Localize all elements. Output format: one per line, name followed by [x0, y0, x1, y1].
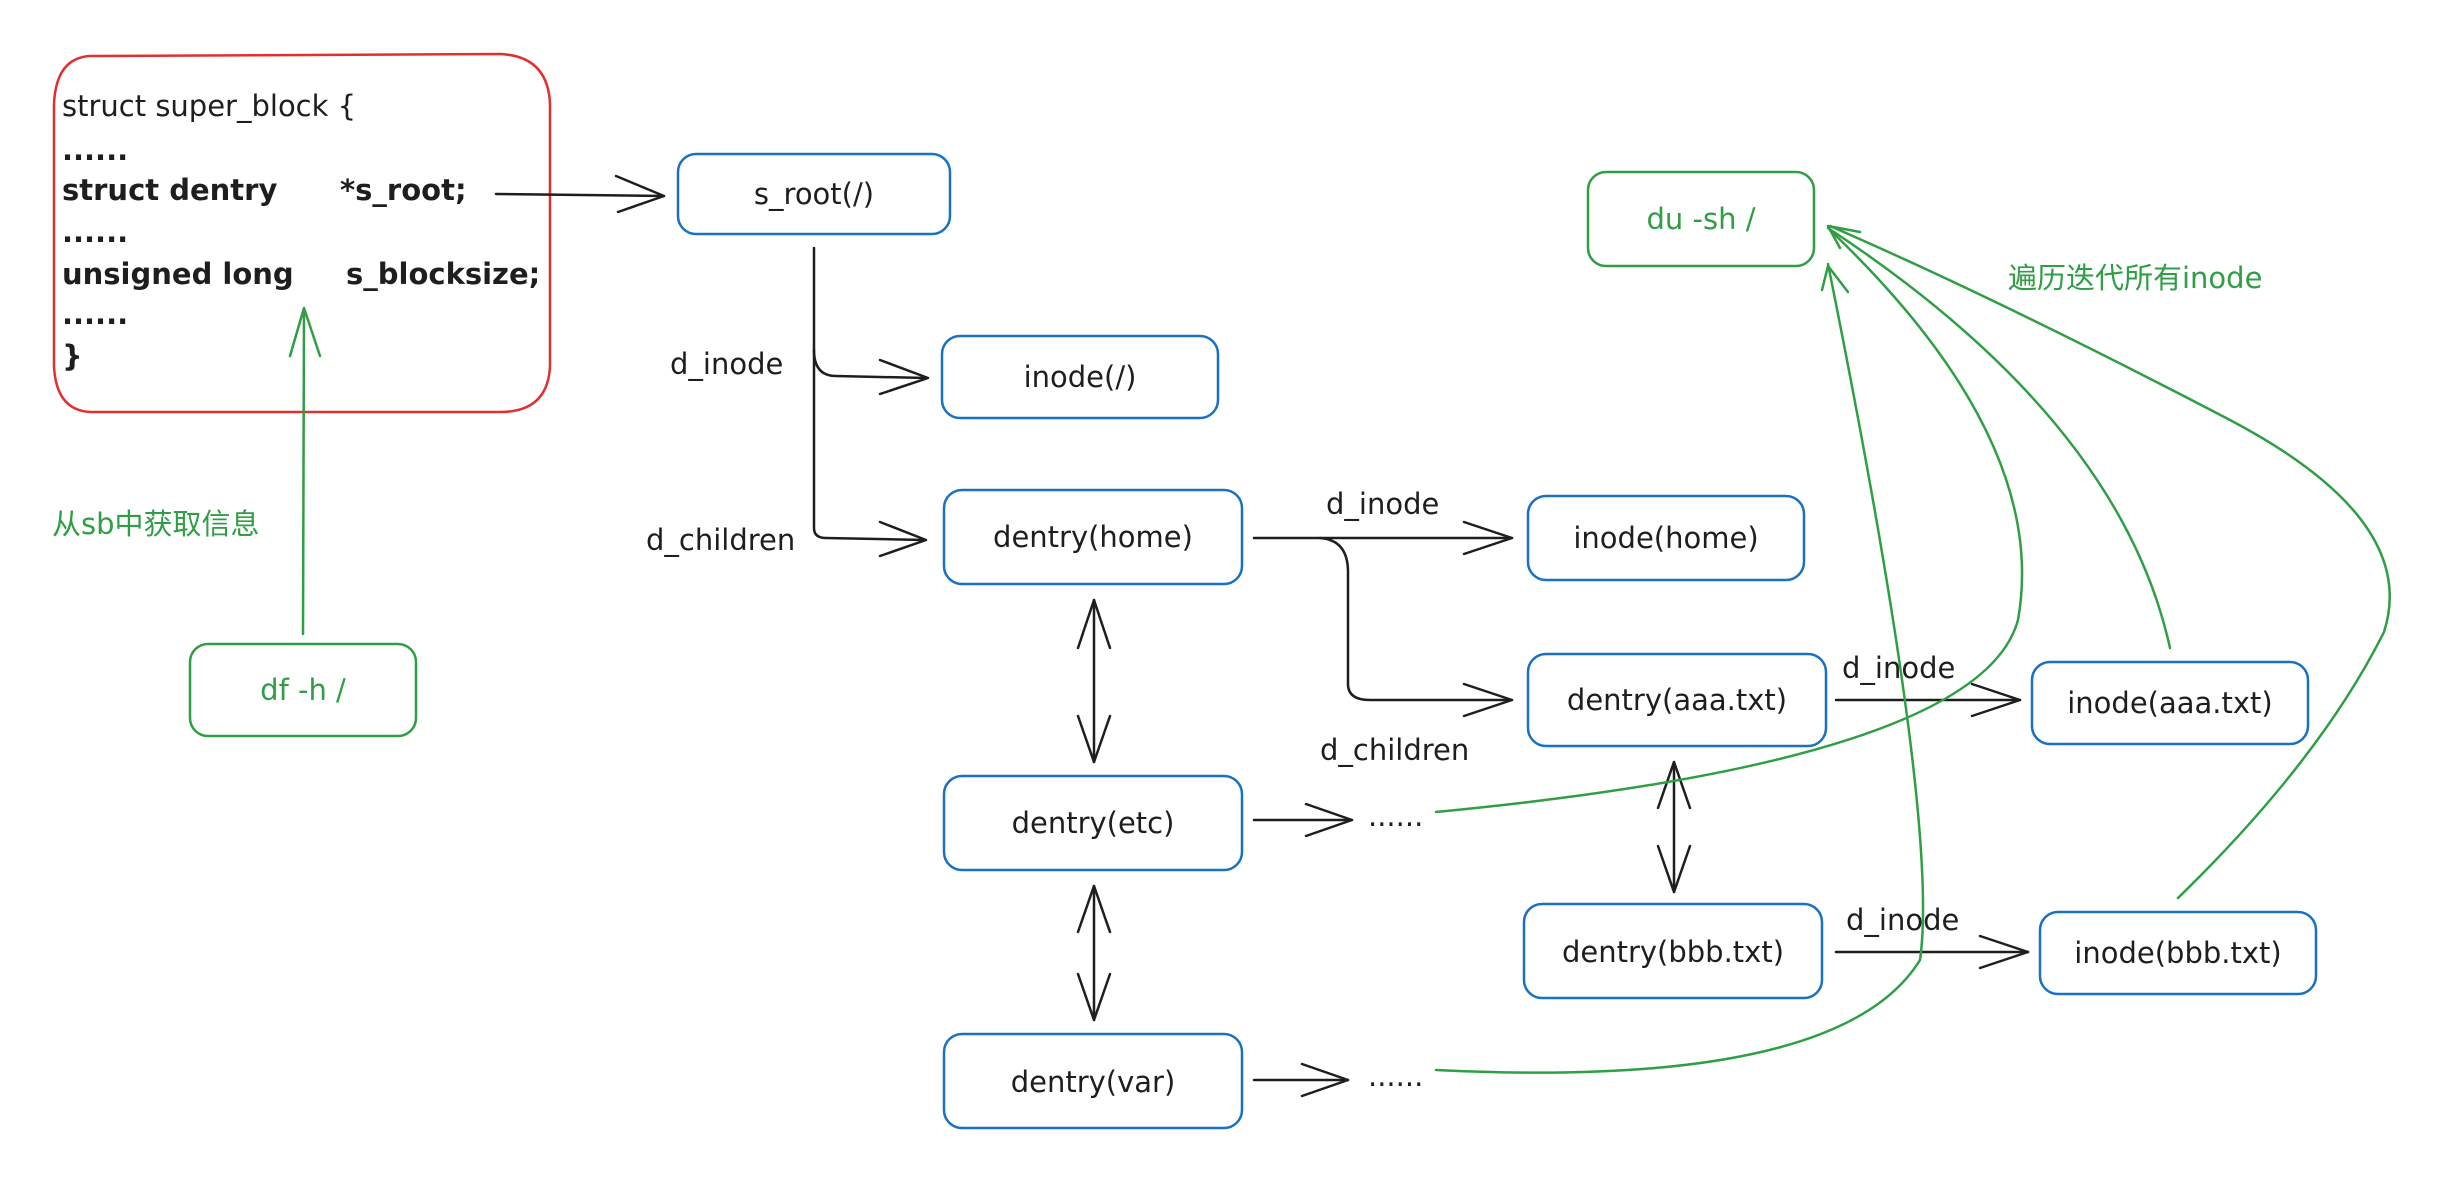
node-inode-aaa-label: inode(aaa.txt): [2067, 686, 2273, 720]
node-dentry-bbb: dentry(bbb.txt): [1522, 902, 1824, 1000]
node-dentry-bbb-box: [1522, 902, 1824, 1000]
var-children-ellipsis: ......: [1368, 1059, 1423, 1093]
super-block-line-ellipsis-3: ......: [62, 297, 128, 331]
node-inode-home-box: [1526, 494, 1806, 582]
command-df-box: [188, 642, 418, 738]
node-dentry-var-label: dentry(var): [1011, 1065, 1176, 1099]
node-dentry-var-box: [942, 1032, 1244, 1130]
node-dentry-aaa: dentry(aaa.txt): [1526, 652, 1828, 748]
edge-label-root-d-inode: d_inode: [670, 347, 783, 381]
command-du-label: du -sh /: [1647, 202, 1756, 236]
node-inode-aaa: inode(aaa.txt): [2030, 660, 2310, 746]
node-inode-home-label: inode(home): [1573, 521, 1758, 555]
super-block-line-blocksize: s_blocksize;: [346, 257, 540, 291]
arrow-etc-to-ellipsis: [1252, 802, 1354, 838]
super-block-line-struct: struct super_block {: [62, 89, 356, 123]
arrow-etc-var-siblings: [1076, 884, 1112, 1022]
super-block-line-close-brace: }: [62, 339, 83, 373]
arrow-aaa-d-inode: [1834, 682, 2022, 718]
node-dentry-home-label: dentry(home): [993, 520, 1193, 554]
arrow-aaa-bbb-siblings: [1656, 760, 1692, 894]
node-inode-bbb-box: [2038, 910, 2318, 996]
node-dentry-etc-label: dentry(etc): [1012, 806, 1175, 840]
arrow-s-root-branches: [812, 246, 930, 558]
command-du-box: [1586, 170, 1816, 268]
node-inode-root: inode(/): [940, 334, 1220, 420]
edge-label-bbb-d-inode: d_inode: [1846, 903, 1959, 937]
node-inode-root-label: inode(/): [1024, 360, 1137, 394]
node-inode-bbb-label: inode(bbb.txt): [2074, 936, 2281, 970]
arrows-inodes-to-du: [1434, 224, 2391, 1074]
node-dentry-var: dentry(var): [942, 1032, 1244, 1130]
node-inode-home: inode(home): [1526, 494, 1806, 582]
annotation-from-sb: 从sb中获取信息: [52, 507, 260, 541]
command-df: df -h /: [188, 642, 418, 738]
command-df-label: df -h /: [260, 673, 346, 707]
node-s-root-label: s_root(/): [754, 177, 874, 211]
node-dentry-bbb-label: dentry(bbb.txt): [1562, 935, 1784, 969]
node-inode-bbb: inode(bbb.txt): [2038, 910, 2318, 996]
node-dentry-etc: dentry(etc): [942, 774, 1244, 872]
node-inode-root-box: [940, 334, 1220, 420]
arrow-bbb-d-inode: [1834, 934, 2030, 970]
arrow-home-branches: [1252, 520, 1514, 718]
super-block-line-dentry-type: struct dentry: [62, 173, 277, 207]
etc-children-ellipsis: ......: [1368, 799, 1423, 833]
node-dentry-etc-box: [942, 774, 1244, 872]
edge-label-home-d-children: d_children: [1320, 733, 1469, 767]
super-block-line-s-root: *s_root;: [340, 173, 467, 207]
arrow-df-to-super-block: [288, 306, 322, 636]
node-s-root: s_root(/): [676, 152, 952, 236]
arrow-home-etc-siblings: [1076, 598, 1112, 764]
node-dentry-home-box: [942, 488, 1244, 586]
super-block-line-ellipsis-2: ......: [62, 215, 128, 249]
command-du: du -sh /: [1586, 170, 1816, 268]
node-dentry-home: dentry(home): [942, 488, 1244, 586]
node-inode-aaa-box: [2030, 660, 2310, 746]
annotation-iterate-inodes: 遍历迭代所有inode: [2008, 261, 2262, 295]
edge-label-root-d-children: d_children: [646, 523, 795, 557]
super-block-box: struct super_block { ...... struct dentr…: [52, 52, 552, 414]
arrow-s-root-pointer: [494, 174, 666, 214]
super-block-border: [52, 52, 552, 414]
edge-label-home-d-inode: d_inode: [1326, 487, 1439, 521]
super-block-line-ulong-type: unsigned long: [62, 257, 294, 291]
node-dentry-aaa-label: dentry(aaa.txt): [1567, 683, 1787, 717]
super-block-line-ellipsis-1: ......: [62, 133, 128, 167]
arrow-var-to-ellipsis: [1252, 1062, 1350, 1098]
node-s-root-box: [676, 152, 952, 236]
node-dentry-aaa-box: [1526, 652, 1828, 748]
